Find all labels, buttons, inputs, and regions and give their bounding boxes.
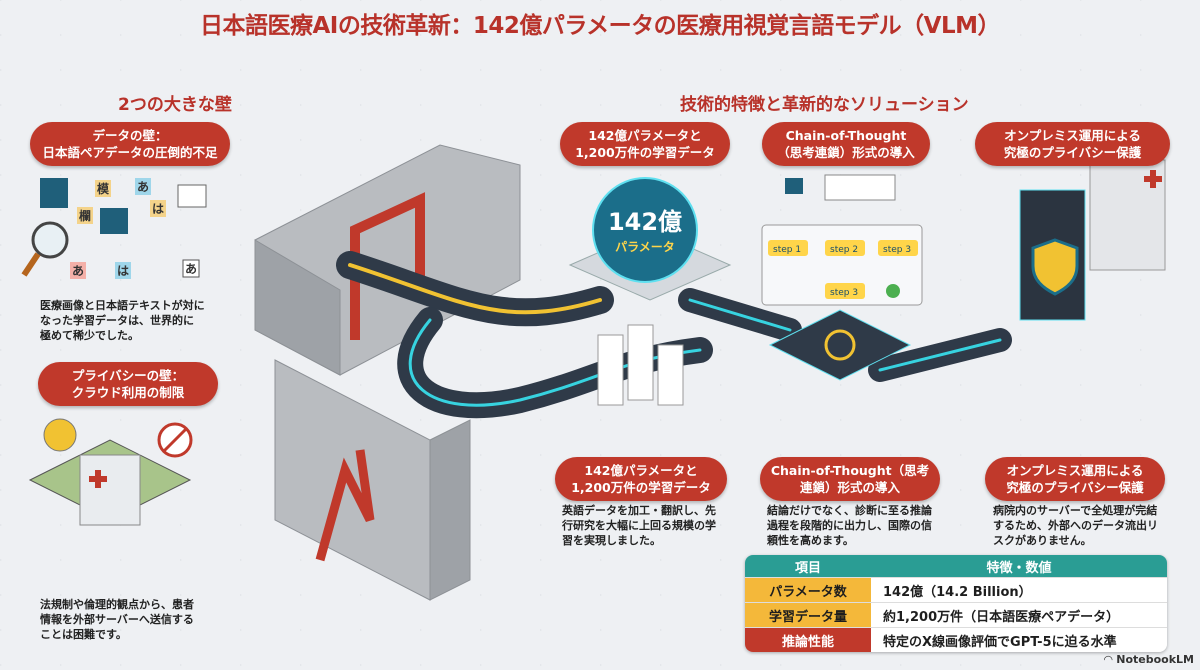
feature-text-onprem: 病院内のサーバーで全処理が完結 するため、外部へのデータ流出リ スクがありません… bbox=[993, 504, 1158, 547]
document-icon bbox=[177, 184, 207, 208]
red-arch bbox=[350, 192, 425, 340]
char-icons: 模 あ 欄 は あ は あ bbox=[70, 178, 200, 279]
magnifier-icon bbox=[31, 221, 69, 259]
table-value: 約1,200万件（日本語医療ペアデータ） bbox=[871, 602, 1167, 627]
data-wall-badge: データの壁： 日本語ペアデータの圧倒的不足 bbox=[30, 122, 230, 166]
svg-text:あ: あ bbox=[72, 264, 84, 278]
page-title: 日本語医療AIの技術革新：142億パラメータの医療用視覚言語モデル（VLM） bbox=[199, 13, 1001, 39]
upper-wall bbox=[254, 144, 521, 376]
svg-text:欄: 欄 bbox=[79, 208, 91, 223]
feature-badge-cot: Chain-of-Thought（思考 連鎖）形式の導入 bbox=[760, 457, 940, 501]
data-wall-text: 医療画像と日本語テキストが対に なった学習データは、世界的に 極めて稀少でした。 bbox=[40, 299, 205, 342]
notebooklm-logo: ◠ NotebookLM bbox=[1103, 653, 1194, 666]
table-row: 推論性能特定のX線画像評価でGPT-5に迫る水準 bbox=[745, 627, 1167, 652]
lock-icon bbox=[43, 418, 77, 452]
table-value: 142億（14.2 Billion） bbox=[871, 577, 1167, 602]
sphere-big-text: 142億 bbox=[608, 208, 682, 236]
cot-platform bbox=[768, 309, 912, 381]
table-header: 特徴・数値 bbox=[871, 555, 1167, 577]
feature-text-parameters: 英語データを加工・翻訳し、先 行研究を大幅に上回る規模の学 習を実現しました。 bbox=[562, 504, 716, 547]
solutions-heading: 技術的特徴と革新的なソリューション bbox=[680, 95, 969, 115]
check-icon bbox=[886, 284, 900, 298]
table-key: 推論性能 bbox=[745, 627, 871, 652]
svg-text:step 3: step 3 bbox=[883, 245, 911, 255]
svg-text:step 2: step 2 bbox=[830, 245, 858, 255]
parameter-sphere bbox=[592, 177, 698, 283]
broken-red-frame bbox=[315, 449, 375, 562]
svg-text:step 1: step 1 bbox=[773, 245, 801, 255]
logo-text: NotebookLM bbox=[1116, 653, 1194, 666]
table-key: パラメータ数 bbox=[745, 577, 871, 602]
top-badge-cot: Chain-of-Thought （思考連鎖）形式の導入 bbox=[762, 122, 930, 166]
svg-text:模: 模 bbox=[97, 181, 110, 196]
table-key: 学習データ量 bbox=[745, 602, 871, 627]
svg-text:は: は bbox=[117, 264, 129, 278]
medical-image-icon bbox=[40, 178, 68, 208]
svg-text:は: は bbox=[152, 202, 164, 216]
table-row: 学習データ量約1,200万件（日本語医療ペアデータ） bbox=[745, 602, 1167, 627]
shield-icon bbox=[1031, 238, 1079, 296]
cot-steps: step 1 step 2 step 3 step 3 bbox=[768, 240, 918, 299]
walls-heading: 2つの大きな壁 bbox=[118, 95, 232, 115]
svg-text:あ: あ bbox=[137, 180, 149, 194]
privacy-wall-badge: プライバシーの壁： クラウド利用の制限 bbox=[38, 362, 218, 406]
top-badge-parameters: 142億パラメータと 1,200万件の学習データ bbox=[560, 122, 730, 166]
hospital-icon bbox=[79, 454, 141, 526]
feature-badge-parameters: 142億パラメータと 1,200万件の学習データ bbox=[555, 457, 727, 501]
document-stacks bbox=[597, 324, 684, 406]
svg-text:step 3: step 3 bbox=[830, 288, 858, 298]
table-value: 特定のX線画像評価でGPT-5に迫る水準 bbox=[871, 627, 1167, 652]
sphere-small-text: パラメータ bbox=[615, 240, 675, 254]
table-header: 項目 bbox=[745, 555, 871, 577]
top-badge-onprem: オンプレミス運用による 究極のプライバシー保護 bbox=[975, 122, 1170, 166]
svg-text:あ: あ bbox=[185, 262, 197, 276]
feature-badge-onprem: オンプレミス運用による 究極のプライバシー保護 bbox=[985, 457, 1165, 501]
feature-text-cot: 結論だけでなく、診断に至る推論 過程を段階的に出力し、国際の信 頼性を高めます。 bbox=[767, 504, 932, 547]
privacy-wall-text: 法規制や倫理的観点から、患者 情報を外部サーバーへ送信する ことは困難です。 bbox=[40, 598, 194, 641]
